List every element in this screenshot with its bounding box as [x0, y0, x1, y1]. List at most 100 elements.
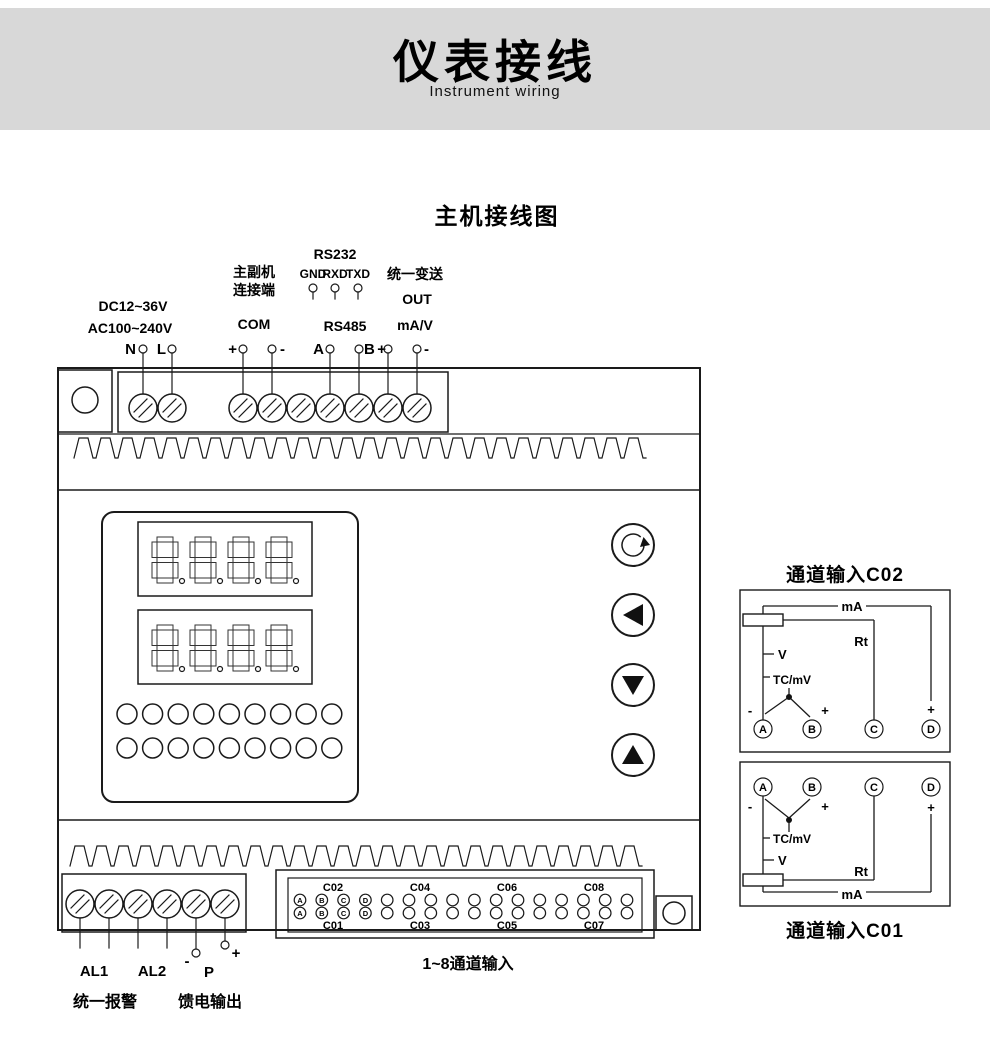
terminal-circle-a: [753, 777, 773, 797]
connector-pin: [620, 906, 634, 920]
screw-slot: [233, 398, 248, 413]
lead-terminal: [412, 344, 422, 354]
pin-letter: B: [319, 909, 325, 918]
label-rt: Rt: [854, 634, 868, 649]
down-button-ring: [611, 663, 655, 707]
seven-seg-segment: [286, 562, 293, 579]
channel-label: C02: [323, 882, 343, 894]
seven-seg-segment: [232, 645, 250, 651]
label-master-slave-1: 主副机: [233, 264, 275, 280]
connector-pin: [446, 893, 460, 907]
channel-c01-title: 通道输入C01: [786, 919, 904, 942]
label-channel-note: 1~8通道输入: [422, 954, 513, 973]
seven-seg-segment: [156, 536, 174, 543]
label-gnd: GND: [300, 267, 327, 281]
seven-seg-segment: [270, 665, 288, 672]
lead-terminal: [325, 344, 335, 354]
seven-seg-segment: [286, 650, 293, 667]
screw-terminal: [152, 889, 182, 919]
seven-seg-segment: [189, 650, 196, 667]
pin-letter: D: [363, 896, 369, 905]
terminal-letter: D: [927, 724, 935, 736]
seven-seg-segment: [156, 665, 174, 672]
pin-letter: B: [319, 896, 325, 905]
label-rxd: RXD: [322, 267, 348, 281]
label-com-minus: -: [280, 341, 285, 358]
screw-slot: [128, 894, 143, 909]
terminal-circle-c: [864, 719, 884, 739]
screw-terminal: [181, 889, 211, 919]
rs232-pin: [330, 283, 340, 293]
led-indicator: [321, 737, 343, 759]
terminal-block-bottom: [61, 873, 247, 933]
resistor-symbol: [742, 613, 784, 627]
seven-seg-segment: [156, 577, 174, 584]
screw-slot: [70, 894, 85, 909]
screw-slot: [407, 398, 422, 413]
connector-pin: [598, 893, 612, 907]
terminal-circle-d: [921, 777, 941, 797]
screw-slot: [138, 403, 153, 418]
seven-seg-segment: [227, 629, 234, 646]
lead-terminal: [138, 344, 148, 354]
cycle-icon-arrowhead: [640, 537, 650, 547]
channel-label: C04: [410, 882, 431, 894]
channel-label: C06: [497, 882, 517, 894]
terminal-letter: A: [759, 782, 767, 794]
page-subtitle: Instrument wiring: [429, 82, 561, 100]
seven-seg-segment: [210, 650, 217, 667]
sign-a-minus: -: [748, 799, 752, 814]
led-indicator: [116, 737, 138, 759]
sign-b-plus: +: [821, 799, 829, 814]
seven-seg-segment: [151, 541, 158, 558]
mount-hole-left: [71, 386, 99, 414]
left-arrow-icon: [623, 604, 643, 626]
screw-terminal: [94, 889, 124, 919]
led-indicator: [218, 703, 241, 725]
screw-slot: [325, 403, 340, 418]
lead-terminal: [167, 344, 177, 354]
cycle-button: [611, 523, 655, 567]
screw-slot: [157, 894, 172, 909]
label-alarm: 统一报警: [73, 992, 137, 1011]
screw-slot: [320, 398, 335, 413]
label-feed-plus: +: [232, 945, 241, 962]
screw-slot: [191, 899, 206, 914]
label-v: V: [778, 647, 787, 662]
pin-letter: A: [297, 909, 303, 918]
decimal-point: [178, 577, 186, 585]
seven-seg-segment: [248, 629, 255, 646]
seven-seg-segment: [172, 562, 179, 579]
seven-seg-segment: [189, 562, 196, 579]
screw-slot: [296, 403, 311, 418]
label-feed-minus: -: [185, 953, 190, 970]
seven-seg-segment: [227, 541, 234, 558]
screw-slot: [104, 899, 119, 914]
connector-pin: [380, 893, 394, 907]
led-indicator: [218, 737, 241, 759]
seven-seg-segment: [270, 624, 288, 631]
label-out-minus: -: [424, 341, 429, 358]
resistor-symbol: [742, 873, 784, 887]
terminal-block-top: [117, 371, 449, 433]
screw-slot: [186, 894, 201, 909]
screw-terminal: [123, 889, 153, 919]
connector-inner: [287, 877, 643, 933]
seven-seg-segment: [194, 577, 212, 584]
channel-label: C07: [584, 920, 604, 932]
label-transmit: 统一变送: [387, 266, 444, 282]
screw-slot: [291, 398, 306, 413]
screw-slot: [262, 398, 277, 413]
sign-d-plus: +: [927, 800, 935, 815]
terminal-circle-d: [921, 719, 941, 739]
terminal-letter: C: [870, 724, 878, 736]
screw-terminal: [210, 889, 240, 919]
down-arrow-icon: [622, 676, 644, 695]
seven-seg-segment: [194, 536, 212, 543]
connector-pin: [402, 906, 416, 920]
label-txd: TXD: [346, 267, 370, 281]
screw-slot: [412, 403, 427, 418]
seven-seg-segment: [286, 629, 293, 646]
seven-seg-segment: [232, 577, 250, 584]
seven-seg-segment: [172, 650, 179, 667]
